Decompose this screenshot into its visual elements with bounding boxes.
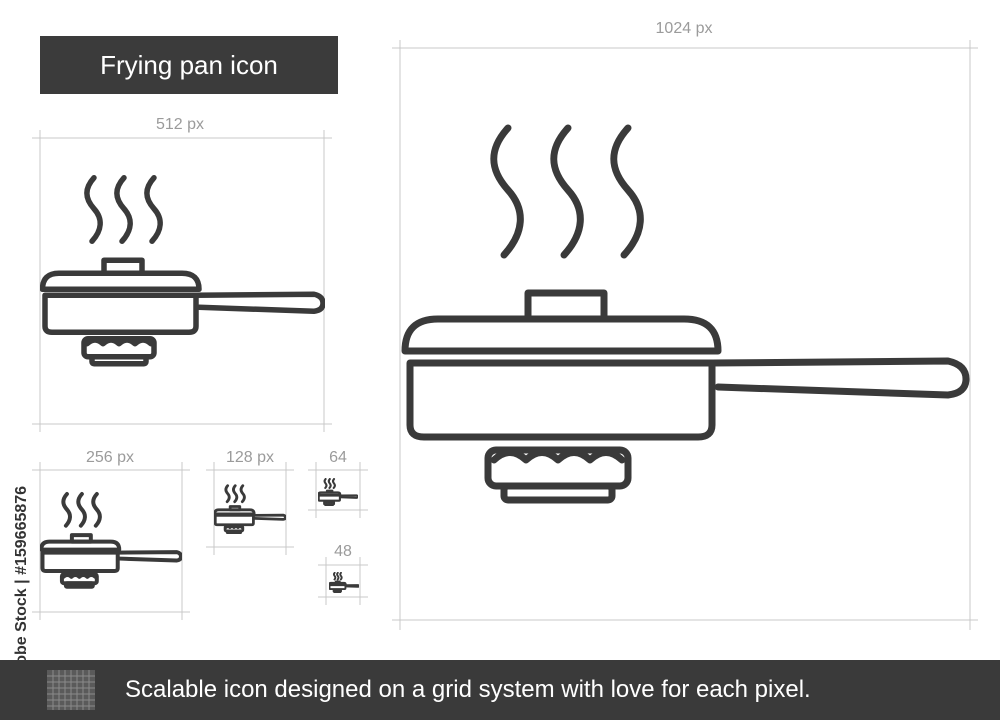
pixel-grid-icon xyxy=(47,670,95,710)
footer-bar xyxy=(0,660,1000,720)
frying-pan-icon-512 xyxy=(40,175,325,367)
footer-text: Scalable icon designed on a grid system … xyxy=(125,676,811,703)
size-label-256: 256 px xyxy=(85,449,135,466)
size-label-64: 64 xyxy=(329,449,347,466)
title-banner: Frying pan icon xyxy=(40,36,338,94)
frying-pan-icon-256 xyxy=(40,492,182,589)
size-label-512: 512 px xyxy=(155,116,205,133)
frying-pan-icon-128 xyxy=(214,484,286,534)
size-label-48: 48 xyxy=(334,543,352,560)
size-label-128: 128 px xyxy=(225,449,275,466)
frying-pan-icon-64 xyxy=(318,478,358,506)
size-label-1024: 1024 px xyxy=(655,20,713,37)
frying-pan-icon-1024 xyxy=(401,124,970,504)
frying-pan-icon-48 xyxy=(329,572,359,593)
page-title: Frying pan icon xyxy=(100,49,278,80)
